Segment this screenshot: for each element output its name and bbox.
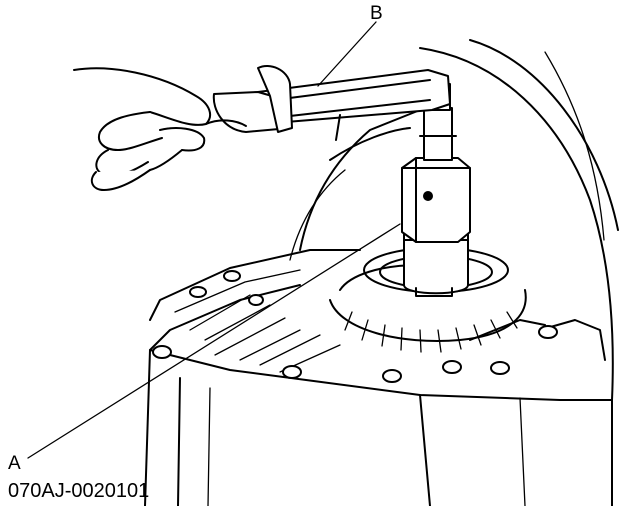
hand xyxy=(73,67,247,191)
special-tool-a xyxy=(401,157,471,243)
bolt-heads xyxy=(152,270,558,383)
socket-sleeve xyxy=(363,229,509,297)
special-tool-b-wrench xyxy=(212,65,451,141)
callout-label-a: A xyxy=(8,453,21,474)
figure-code: 070AJ-0020101 xyxy=(8,480,150,502)
transmission-housing xyxy=(144,39,619,506)
callout-label-b: B xyxy=(370,3,383,24)
leader-line-a xyxy=(27,223,401,459)
leader-line-b xyxy=(317,21,377,87)
